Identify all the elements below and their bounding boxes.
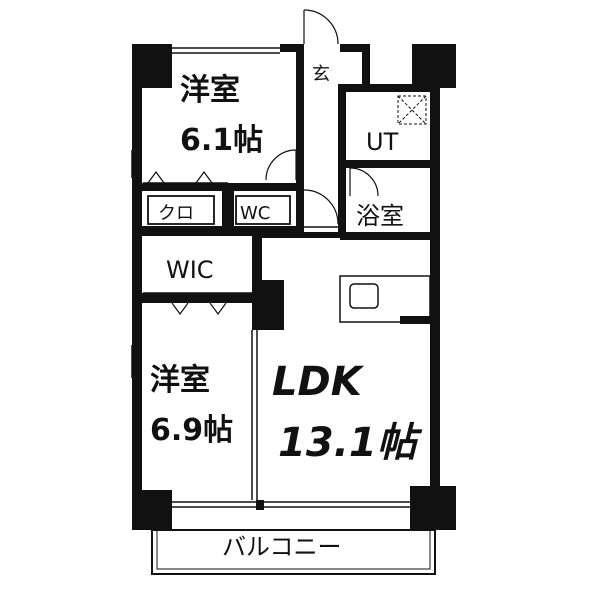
- balcony-railing: [151, 529, 436, 575]
- bathroom-label: 浴室: [356, 202, 404, 230]
- door-swings: [265, 9, 379, 225]
- balcony-label: バルコニー: [222, 533, 342, 561]
- walls: [132, 44, 456, 530]
- kitchen-sink: [339, 275, 431, 323]
- washer-pan: [397, 95, 427, 125]
- western-room-1-size: 6.1帖: [180, 123, 263, 158]
- ldk-size: 13.1帖: [278, 420, 423, 466]
- western-room-2-name: 洋室: [150, 363, 210, 398]
- western-room-2-size: 6.9帖: [150, 413, 233, 448]
- closet-label: クロ: [158, 203, 194, 224]
- entrance-label: 玄: [312, 64, 330, 85]
- ldk-name: LDK: [272, 359, 365, 405]
- utility-label: UT: [366, 128, 399, 156]
- walk-in-closet-label: WIC: [166, 256, 214, 284]
- sub-rooms: [147, 195, 291, 225]
- toilet-label: WC: [240, 203, 270, 224]
- closet-door-marks: [147, 170, 227, 316]
- western-room-1-name: 洋室: [180, 73, 240, 108]
